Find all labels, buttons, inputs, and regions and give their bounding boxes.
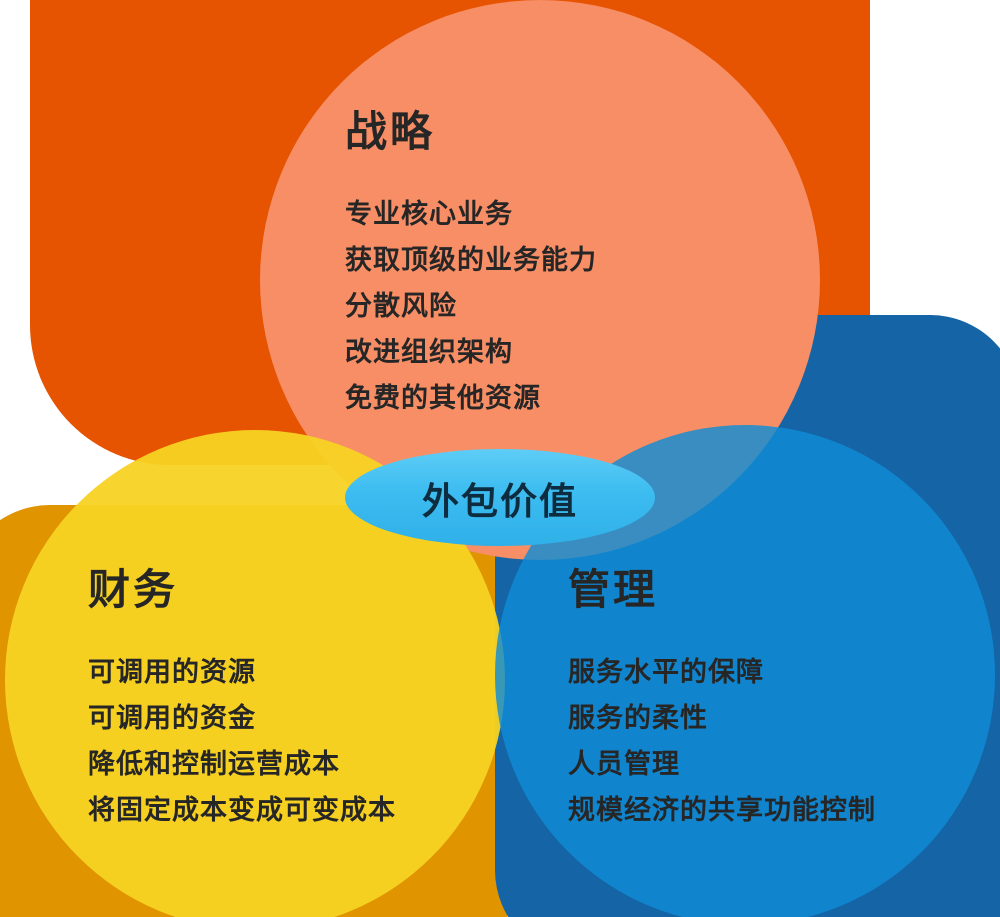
finance-item: 将固定成本变成可变成本 bbox=[88, 795, 396, 825]
strategy-item: 获取顶级的业务能力 bbox=[345, 245, 597, 275]
management-item: 规模经济的共享功能控制 bbox=[568, 795, 876, 825]
finance-title: 财务 bbox=[88, 566, 179, 613]
management-group: 管理 服务水平的保障 服务的柔性 人员管理 规模经济的共享功能控制 bbox=[568, 556, 876, 833]
management-item: 服务的柔性 bbox=[568, 703, 708, 733]
strategy-item: 专业核心业务 bbox=[345, 199, 513, 229]
finance-item: 可调用的资源 bbox=[88, 657, 256, 687]
center-label: 外包价值 bbox=[422, 480, 578, 522]
finance-item: 降低和控制运营成本 bbox=[88, 749, 340, 779]
strategy-item: 免费的其他资源 bbox=[345, 383, 541, 413]
finance-list: 可调用的资源 可调用的资金 降低和控制运营成本 将固定成本变成可变成本 bbox=[88, 649, 396, 833]
strategy-item: 改进组织架构 bbox=[345, 337, 513, 367]
finance-group: 财务 可调用的资源 可调用的资金 降低和控制运营成本 将固定成本变成可变成本 bbox=[88, 556, 396, 833]
strategy-group: 战略 专业核心业务 获取顶级的业务能力 分散风险 改进组织架构 免费的其他资源 bbox=[345, 98, 597, 421]
management-item: 人员管理 bbox=[568, 749, 680, 779]
center-ellipse: 外包价值 bbox=[345, 449, 655, 546]
strategy-title: 战略 bbox=[345, 108, 436, 155]
management-list: 服务水平的保障 服务的柔性 人员管理 规模经济的共享功能控制 bbox=[568, 649, 876, 833]
finance-item: 可调用的资金 bbox=[88, 703, 256, 733]
management-title: 管理 bbox=[568, 566, 659, 613]
strategy-item: 分散风险 bbox=[345, 291, 457, 321]
management-item: 服务水平的保障 bbox=[568, 657, 764, 687]
strategy-list: 专业核心业务 获取顶级的业务能力 分散风险 改进组织架构 免费的其他资源 bbox=[345, 191, 597, 421]
